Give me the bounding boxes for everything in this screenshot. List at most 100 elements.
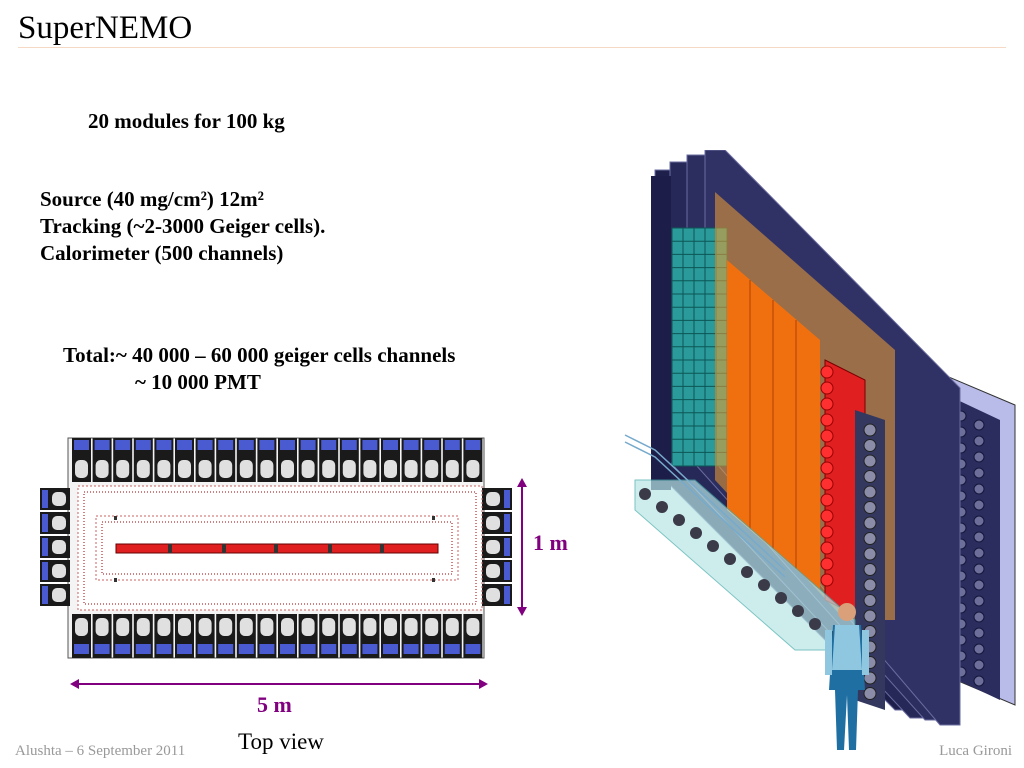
pmt-block (92, 438, 112, 482)
pmt-block (973, 515, 985, 527)
pmt-block (175, 438, 194, 482)
pmt-block (482, 536, 512, 558)
outer-tracker-hatch (83, 491, 477, 605)
pmt-block (973, 627, 985, 639)
pmt-block (973, 419, 985, 431)
pmt-block (133, 614, 153, 658)
length-label: 5 m (257, 692, 292, 717)
pmt-block (973, 435, 985, 447)
pmt-block (863, 609, 877, 623)
pmt-block (360, 438, 380, 482)
top-calorimeter-row (72, 438, 483, 482)
calorimeter-text: Calorimeter (500 channels) (40, 241, 284, 265)
pmt-block (973, 643, 985, 655)
pmt-block (236, 614, 256, 658)
pmt-block (40, 560, 70, 582)
bottom-calorimeter-row (72, 614, 483, 658)
pmt-block (236, 438, 256, 482)
person-scale-figure (825, 603, 869, 750)
pmt-block (175, 614, 194, 658)
pmt-block (863, 423, 877, 437)
pmt-block (40, 512, 70, 534)
pmt-block (422, 614, 442, 658)
pmt-block (482, 560, 512, 582)
pmt-block (863, 578, 877, 592)
pmt-block (973, 547, 985, 559)
pmt-block (319, 438, 339, 482)
pmt-block (154, 438, 174, 482)
pmt-block (863, 470, 877, 483)
source-text: Source (40 mg/cm²) 12m² (40, 187, 264, 211)
pmt-block (863, 516, 877, 530)
pmt-block (863, 501, 877, 514)
inner-tracker-hatch (101, 521, 453, 575)
top-view-diagram (40, 437, 512, 659)
pmt-block (973, 659, 985, 671)
pmt-block (482, 488, 512, 510)
pmt-block (298, 614, 318, 658)
pmt-block (863, 454, 877, 468)
pmt-block (360, 614, 380, 658)
pmt-block (973, 467, 985, 479)
pmt-block (863, 547, 877, 561)
pmt-block (154, 614, 174, 658)
pmt-block (195, 614, 215, 658)
pmt-block (339, 438, 359, 482)
pmt-block (863, 563, 877, 576)
total-pmt-text: ~ 10 000 PMT (135, 370, 261, 394)
module-3d-illustration (624, 150, 1016, 750)
pmt-block (216, 614, 236, 658)
pmt-block (973, 611, 985, 623)
pmt-block (257, 438, 277, 482)
pmt-block (973, 675, 985, 687)
width-label: 1 m (533, 530, 568, 555)
pmt-block (442, 614, 462, 658)
pmt-block (257, 614, 277, 658)
title-divider (18, 47, 1006, 48)
length-dimension-arrow (70, 679, 488, 689)
pmt-block (381, 438, 400, 482)
pmt-block (973, 531, 985, 543)
pmt-block (422, 438, 442, 482)
pmt-block (863, 439, 877, 452)
pmt-block (973, 595, 985, 607)
pmt-block (72, 614, 91, 658)
footer-right: Luca Gironi (939, 743, 1012, 759)
pmt-block (863, 485, 877, 499)
pmt-block (319, 614, 339, 658)
pmt-block (216, 438, 236, 482)
pmt-block (973, 499, 985, 511)
pmt-block (92, 614, 112, 658)
pmt-block (40, 584, 70, 606)
pmt-block (442, 438, 462, 482)
tracking-text: Tracking (~2-3000 Geiger cells). (40, 214, 326, 238)
left-calorimeter-column (40, 488, 70, 606)
pmt-block (40, 488, 70, 510)
slide-title: SuperNEMO (18, 10, 193, 46)
pmt-block (278, 438, 297, 482)
pmt-block (381, 614, 400, 658)
pmt-block (298, 438, 318, 482)
pmt-block (278, 614, 297, 658)
right-calorimeter-column (482, 488, 512, 606)
pmt-block (482, 584, 512, 606)
pmt-block (482, 512, 512, 534)
pmt-block (72, 438, 91, 482)
pmt-block (113, 614, 133, 658)
top-view-caption: Top view (238, 729, 324, 754)
pmt-block (40, 536, 70, 558)
pmt-block (401, 438, 421, 482)
pmt-block (113, 438, 133, 482)
pmt-block (973, 563, 985, 575)
total-cells-text: Total:~ 40 000 – 60 000 geiger cells cha… (63, 343, 456, 367)
pmt-block (863, 687, 877, 700)
pmt-block (863, 532, 877, 545)
footer-left: Alushta – 6 September 2011 (15, 743, 186, 759)
pmt-block (195, 438, 215, 482)
width-dimension-arrow (517, 478, 527, 616)
pmt-block (863, 594, 877, 607)
pmt-block (133, 438, 153, 482)
pmt-block (463, 614, 483, 658)
pmt-block (973, 451, 985, 463)
pmt-block (463, 438, 483, 482)
